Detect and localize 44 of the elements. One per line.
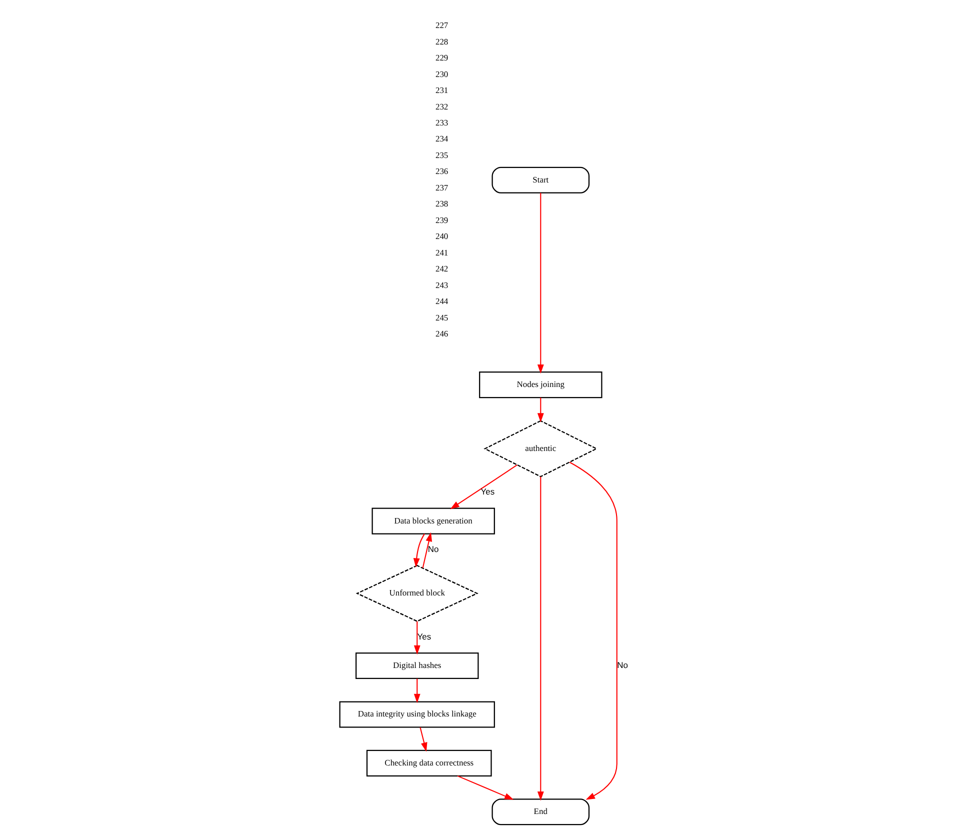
arrow [422, 532, 432, 568]
label: 242 [435, 264, 448, 274]
label: 238 [435, 198, 448, 209]
node-box: Start [492, 166, 590, 194]
node-box: Data integrity using blocks linkage [339, 701, 495, 728]
arrow [537, 476, 544, 801]
arrow [537, 398, 544, 422]
arrow [413, 534, 425, 568]
node-box: End [492, 798, 590, 826]
arrow [537, 192, 544, 374]
label: 229 [435, 52, 448, 63]
arrow [414, 678, 420, 704]
arrow [414, 621, 420, 655]
edge-label: No [617, 660, 628, 670]
edge-label: No [428, 544, 439, 554]
arrow [569, 462, 618, 800]
label: 236 [435, 166, 448, 176]
label: 227 [435, 20, 448, 30]
label: 232 [435, 101, 448, 112]
node-box: Digital hashes [356, 652, 479, 680]
label: 246 [435, 328, 448, 339]
label: 241 [435, 247, 448, 258]
arrow [457, 775, 514, 800]
label: 237 [435, 182, 448, 192]
label: 231 [435, 85, 448, 96]
label: 228 [435, 36, 448, 46]
label: 235 [435, 150, 448, 160]
edge-label: Yes [417, 631, 432, 642]
label: 244 [435, 296, 448, 306]
edge-label: Yes [480, 486, 495, 497]
node-box: Checking data correctness [366, 750, 492, 776]
label: 240 [435, 231, 448, 242]
node-box: Nodes joining [479, 372, 602, 398]
arrow [420, 727, 428, 752]
arrow [450, 464, 518, 510]
label: 243 [435, 280, 448, 290]
label: 239 [435, 214, 448, 225]
node-diamond: Unformed block [356, 564, 478, 622]
node-box: Data blocks generation [372, 508, 495, 534]
label: 233 [435, 117, 448, 128]
label: 234 [435, 134, 448, 144]
label: 245 [435, 312, 448, 322]
label: 230 [435, 68, 448, 79]
node-diamond: authentic [484, 420, 598, 478]
